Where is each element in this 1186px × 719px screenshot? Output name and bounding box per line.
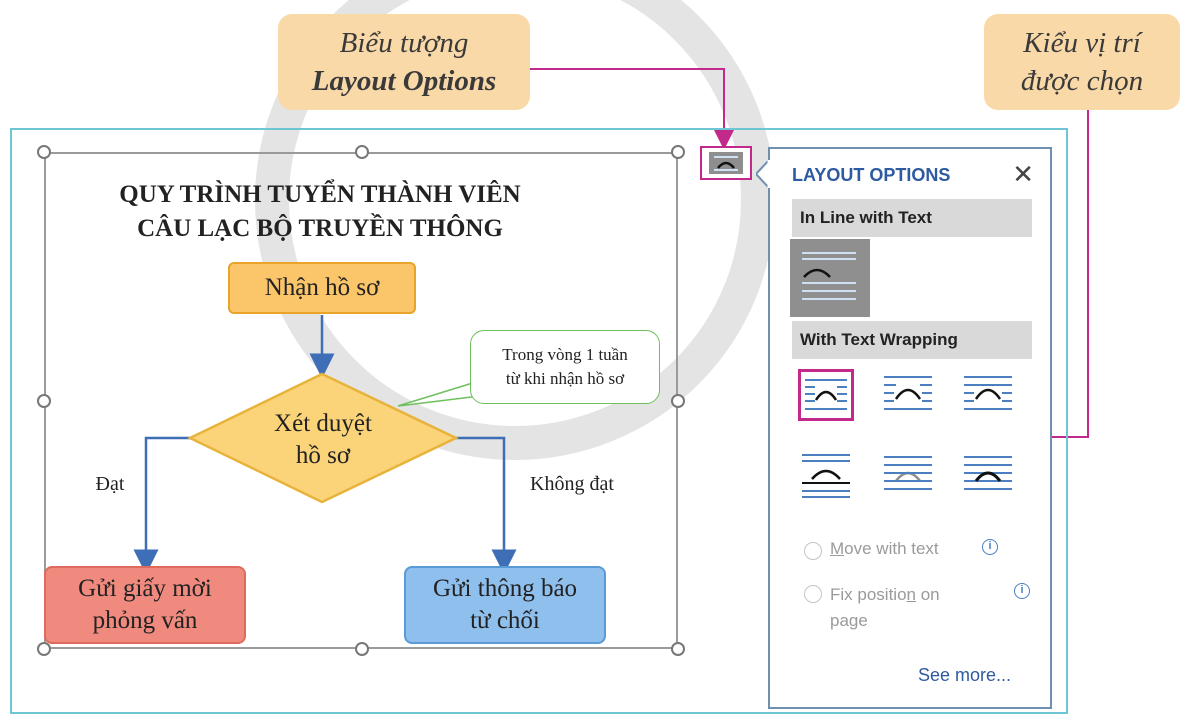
arrow-review-to-invite	[133, 436, 192, 575]
node-reject-line2: từ chối	[470, 607, 540, 634]
node-review-application[interactable]: Xét duyệt hồ sơ	[190, 398, 456, 482]
resize-handle-middle-right[interactable]	[671, 394, 685, 408]
option-top-and-bottom-wrap[interactable]	[798, 449, 854, 501]
connector-layout-icon	[530, 68, 734, 150]
node-send-invitation[interactable]: Gửi giấy mời phỏng vấn	[44, 566, 246, 644]
label-pass-text: Đạt	[95, 473, 125, 495]
resize-handle-top-right[interactable]	[671, 145, 685, 159]
note-line2: từ khi nhận hồ sơ	[505, 369, 625, 388]
pane-pointer	[756, 159, 770, 189]
resize-handle-bottom-left[interactable]	[37, 642, 51, 656]
node-review-line1: Xét duyệt	[274, 410, 372, 437]
review-diamond-shape	[187, 372, 459, 504]
label-fix-position: Fix position on page	[830, 585, 940, 630]
resize-handle-top-center[interactable]	[355, 145, 369, 159]
callout-position-line1: Kiểu vị trí	[1023, 27, 1141, 59]
label-move-with-text: Move with text	[830, 539, 939, 558]
resize-handle-bottom-right[interactable]	[671, 642, 685, 656]
flowchart-title-line2: CÂU LẠC BỘ TRUYỀN THÔNG	[137, 215, 503, 242]
callout-selected-position: Kiểu vị trí được chọn	[984, 14, 1180, 110]
layout-options-button[interactable]	[700, 146, 752, 180]
see-more-link[interactable]: See more...	[918, 665, 1012, 685]
radio-move-with-text[interactable]	[804, 542, 822, 560]
label-fail: Không đạt	[512, 470, 632, 498]
section-with-text-wrapping: With Text Wrapping	[792, 321, 1032, 359]
callout-layout-line2: Layout Options	[311, 65, 497, 97]
callout-layout-options-icon: Biểu tượng Layout Options	[278, 14, 530, 110]
node-invite-line1: Gửi giấy mời	[78, 575, 212, 602]
document-frame	[10, 128, 1068, 714]
arrow-review-to-reject	[456, 436, 517, 575]
callout-layout-line1: Biểu tượng	[339, 27, 469, 59]
label-fail-text: Không đạt	[530, 473, 614, 495]
info-icon-move-with-text[interactable]: i	[982, 539, 998, 555]
option-behind-text[interactable]	[880, 449, 936, 501]
note-line1: Trong vòng 1 tuần	[502, 345, 628, 364]
layout-options-pane: LAYOUT OPTIONS ✕ In Line with Text With …	[756, 147, 1052, 709]
resize-handle-bottom-center[interactable]	[355, 642, 369, 656]
node-invite-line2: phỏng vấn	[92, 607, 198, 634]
in-line-icon	[802, 252, 856, 300]
square-wrap-icon	[805, 379, 847, 410]
section-in-line-with-text: In Line with Text	[792, 199, 1032, 237]
info-icon-fix-position[interactable]: i	[1014, 583, 1030, 599]
tight-wrap-icon	[884, 376, 932, 410]
note-callout[interactable]: Trong vòng 1 tuần từ khi nhận hồ sơ	[470, 330, 660, 404]
node-receive-application[interactable]: Nhận hồ sơ	[228, 262, 416, 314]
option-square-wrap[interactable]	[798, 369, 854, 421]
label-pass: Đạt	[80, 470, 140, 498]
resize-handle-top-left[interactable]	[37, 145, 51, 159]
in-front-of-text-icon	[964, 456, 1012, 490]
layout-options-title: LAYOUT OPTIONS	[792, 165, 951, 185]
layout-options-icon	[709, 152, 743, 174]
node-review-line2: hồ sơ	[295, 442, 351, 469]
option-in-line-with-text[interactable]	[790, 239, 870, 317]
flowchart-title-line1: QUY TRÌNH TUYỂN THÀNH VIÊN	[119, 181, 521, 208]
option-in-front-of-text[interactable]	[960, 449, 1016, 501]
node-send-rejection[interactable]: Gửi thông báo từ chối	[404, 566, 606, 644]
resize-handle-middle-left[interactable]	[37, 394, 51, 408]
option-through-wrap[interactable]	[960, 369, 1016, 421]
behind-text-icon	[884, 456, 932, 490]
close-icon[interactable]: ✕	[1012, 159, 1034, 189]
flowchart-title: QUY TRÌNH TUYỂN THÀNH VIÊN CÂU LẠC BỘ TR…	[60, 178, 580, 246]
node-receive-label: Nhận hồ sơ	[264, 274, 380, 301]
radio-fix-position[interactable]	[804, 585, 822, 603]
node-reject-line1: Gửi thông báo	[432, 575, 578, 602]
top-bottom-wrap-icon	[802, 454, 850, 498]
option-tight-wrap[interactable]	[880, 369, 936, 421]
callout-position-line2: được chọn	[1020, 65, 1144, 97]
through-wrap-icon	[964, 376, 1012, 410]
